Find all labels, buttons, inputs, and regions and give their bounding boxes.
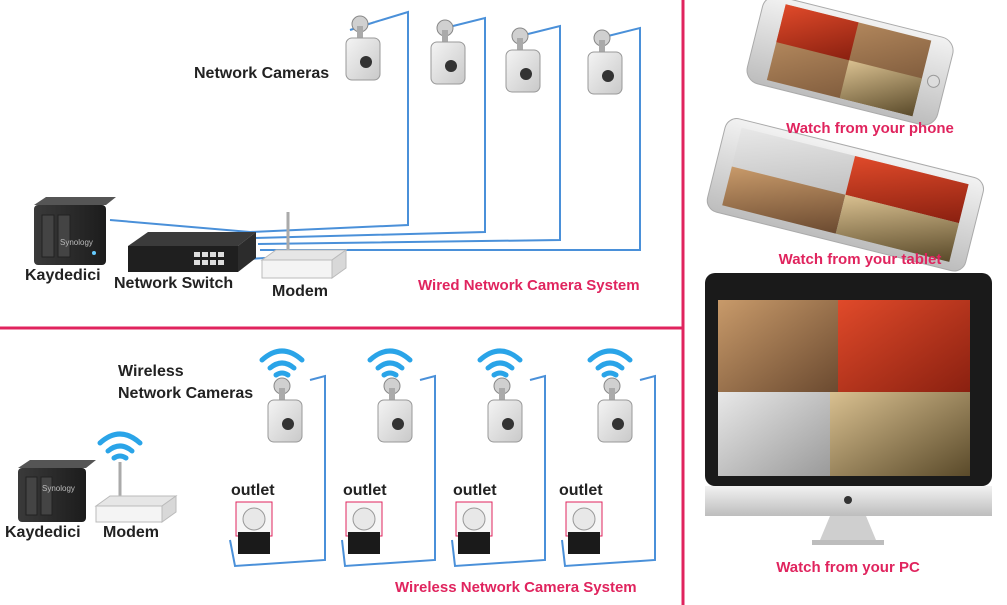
outlet-icon	[455, 501, 493, 554]
wireless-modem	[94, 462, 178, 523]
wireless-cameras-label-line1: Wireless	[118, 363, 184, 380]
outlet-icon	[345, 501, 383, 554]
wifi-icon	[477, 348, 523, 378]
wired-recorder	[34, 197, 116, 265]
outlet-label: outlet	[453, 482, 497, 499]
wireless-cables	[229, 374, 656, 568]
phone-caption: Watch from your phone	[786, 120, 954, 137]
wired-camera	[505, 27, 541, 93]
network-switch-label: Network Switch	[114, 275, 234, 292]
wireless-camera	[597, 377, 633, 443]
outlet-label: outlet	[343, 482, 387, 499]
pc-device	[705, 273, 992, 545]
outlet-label: outlet	[231, 482, 275, 499]
wireless-cameras-label-line2: Network Cameras	[118, 385, 254, 402]
wireless-camera	[487, 377, 523, 443]
wireless-camera	[377, 377, 413, 443]
network-switch	[128, 232, 256, 272]
wired-cameras-label: Network Cameras	[194, 65, 330, 82]
wired-system-title: Wired Network Camera System	[418, 277, 640, 294]
wired-modem	[260, 212, 348, 279]
phone-device	[746, 0, 954, 126]
outlet-label: outlet	[559, 482, 603, 499]
pc-caption: Watch from your PC	[776, 559, 920, 576]
wired-recorder-brand: Synology	[60, 238, 93, 247]
wireless-modem-label: Modem	[103, 524, 159, 541]
tablet-caption: Watch from your tablet	[778, 251, 942, 268]
wireless-recorder-label: Kaydedici	[5, 524, 81, 541]
wired-camera	[345, 15, 381, 81]
wireless-camera	[267, 377, 303, 443]
wired-recorder-label: Kaydedici	[25, 267, 101, 284]
wired-modem-label: Modem	[272, 283, 328, 300]
wifi-icon	[259, 348, 305, 378]
wireless-system-title: Wireless Network Camera System	[395, 579, 637, 596]
wireless-recorder	[18, 460, 96, 522]
tablet-device	[706, 118, 985, 272]
wired-camera	[587, 29, 623, 95]
wifi-icon	[97, 431, 143, 461]
wifi-icon	[587, 348, 633, 378]
outlet-icon	[235, 501, 273, 554]
outlet-icon	[565, 501, 603, 554]
wired-cables	[109, 10, 641, 261]
wifi-icon	[367, 348, 413, 378]
wireless-recorder-brand: Synology	[42, 484, 75, 493]
wired-camera	[430, 19, 466, 85]
